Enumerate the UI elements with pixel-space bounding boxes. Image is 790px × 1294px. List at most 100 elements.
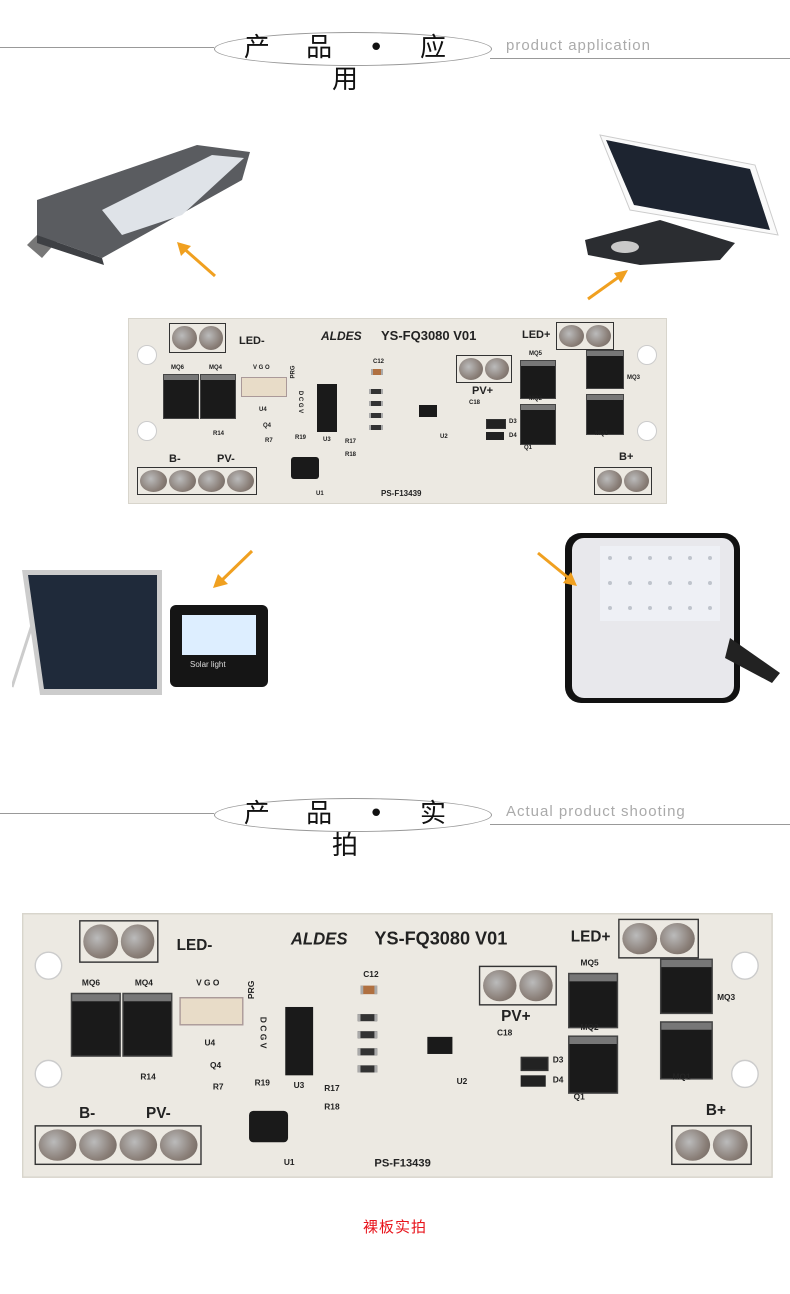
ref-label: U4 — [259, 407, 267, 413]
section-title-en: product application — [506, 37, 651, 54]
arrow-icon — [213, 549, 254, 588]
mount-hole — [637, 421, 657, 441]
mount-hole — [637, 345, 657, 365]
led-plus-pads — [556, 322, 614, 350]
ref-label: R18 — [345, 452, 357, 458]
ref-label: U2 — [456, 1078, 468, 1087]
pv-plus-pads — [478, 965, 557, 1006]
mosfet-mq5 — [521, 361, 555, 398]
ref-label: D C G V — [257, 1016, 267, 1049]
mosfet-mq4 — [123, 994, 172, 1056]
resistor — [369, 389, 383, 394]
section-title-cn: 产 品 • 应 用 — [243, 33, 461, 95]
ir-receiver-u1 — [291, 457, 319, 479]
section-header-shooting: 产 品 • 实 拍 Actual product shooting — [0, 794, 790, 861]
b-plus-label: B+ — [705, 1102, 726, 1120]
caption: 裸板实拍 — [362, 1218, 427, 1236]
mosfet-mq5 — [569, 974, 617, 1027]
solar-floodlight-kit-image: Solar light — [12, 570, 268, 695]
ref-label: U1 — [283, 1159, 295, 1168]
brand-logo: ALDES — [321, 329, 362, 343]
ref-label: MQ3 — [627, 375, 641, 381]
mount-hole — [730, 951, 759, 980]
ref-label: R19 — [254, 1079, 270, 1089]
ref-label: U3 — [323, 437, 331, 443]
ref-label: PRG — [248, 980, 257, 1000]
led-plus-pads — [618, 918, 699, 959]
ref-label: D C G V — [297, 390, 304, 414]
ref-label: MQ2 — [529, 396, 543, 402]
ref-label: R17 — [345, 439, 357, 445]
ref-label: V G O — [196, 979, 220, 989]
mosfet-mq6 — [72, 994, 120, 1056]
pv-plus-label: PV+ — [501, 1008, 531, 1026]
mount-hole — [34, 951, 63, 980]
floodlight-label: Solar light — [190, 660, 226, 669]
ref-label: U1 — [316, 491, 324, 497]
led-minus-pads — [79, 920, 159, 963]
mount-hole — [730, 1059, 759, 1089]
mosfet-mq1 — [587, 395, 623, 434]
ref-label: C18 — [469, 400, 481, 406]
resistor — [369, 401, 383, 406]
ic-u3 — [285, 1006, 314, 1076]
ref-label: R14 — [213, 431, 225, 437]
mount-hole — [137, 421, 157, 441]
ref-label: Q1 — [573, 1093, 585, 1103]
ref-label: MQ6 — [171, 365, 185, 371]
ref-label: MQ4 — [209, 365, 223, 371]
mosfet-mq2 — [521, 405, 555, 444]
ref-label: D3 — [552, 1056, 564, 1066]
ref-label: D4 — [509, 433, 517, 439]
section-title-cn: 产 品 • 实 拍 — [243, 799, 461, 861]
ref-label: R17 — [324, 1085, 340, 1094]
ref-label: MQ2 — [580, 1024, 599, 1033]
ic-u2 — [419, 405, 437, 417]
brand-logo: ALDES — [290, 928, 348, 949]
ref-label: U4 — [204, 1039, 216, 1049]
mosfet-mq2 — [569, 1036, 617, 1093]
ref-label: Q4 — [210, 1062, 222, 1072]
model-label: YS-FQ3080 V01 — [381, 328, 477, 343]
battery-pv-minus-pads — [137, 467, 257, 495]
ic-u2 — [427, 1036, 453, 1054]
pcb-board: LED- ALDES YS-FQ3080 V01 LED+ MQ6 MQ4 R1… — [22, 913, 773, 1178]
pv-minus-label: PV- — [217, 453, 235, 465]
pv-plus-label: PV+ — [472, 385, 494, 397]
mount-hole — [34, 1059, 63, 1089]
model-label: YS-FQ3080 V01 — [374, 927, 508, 949]
capacitor — [371, 369, 383, 375]
part-number: PS-F13439 — [374, 1156, 431, 1170]
b-plus-pads — [594, 467, 652, 495]
pcb-photo-small: LED- ALDES YS-FQ3080 V01 LED+ MQ6 MQ4 R1… — [128, 318, 667, 504]
led-minus-label: LED- — [176, 937, 213, 955]
resistor — [369, 413, 383, 418]
ic-u3 — [317, 384, 337, 432]
connector-u4 — [241, 377, 287, 397]
floodlight-image — [565, 533, 780, 703]
ref-label: R19 — [295, 435, 307, 441]
ref-label: MQ4 — [134, 979, 153, 989]
ref-label: C12 — [363, 971, 379, 980]
pcb-photo-large: LED- ALDES YS-FQ3080 V01 LED+ MQ6 MQ4 R1… — [22, 913, 773, 1178]
ref-label: MQ1 — [595, 431, 609, 437]
arrow-icon — [587, 270, 628, 301]
mosfet-mq4 — [201, 375, 235, 418]
ref-label: R7 — [265, 438, 273, 444]
diode-d3 — [486, 419, 506, 429]
connector-u4 — [179, 997, 244, 1026]
led-minus-pads — [169, 323, 226, 353]
part-number: PS-F13439 — [381, 489, 422, 498]
b-minus-label: B- — [169, 453, 181, 465]
ref-label: C12 — [373, 359, 385, 365]
mosfet-mq6 — [164, 375, 198, 418]
mosfet-mq1 — [661, 1022, 712, 1079]
mount-hole — [137, 345, 157, 365]
section-title-en: Actual product shooting — [506, 803, 686, 820]
b-plus-pads — [671, 1125, 752, 1166]
ref-label: R7 — [212, 1083, 224, 1093]
ref-label: MQ1 — [672, 1073, 691, 1083]
arrow-icon — [177, 242, 216, 278]
resistor — [357, 1065, 378, 1073]
